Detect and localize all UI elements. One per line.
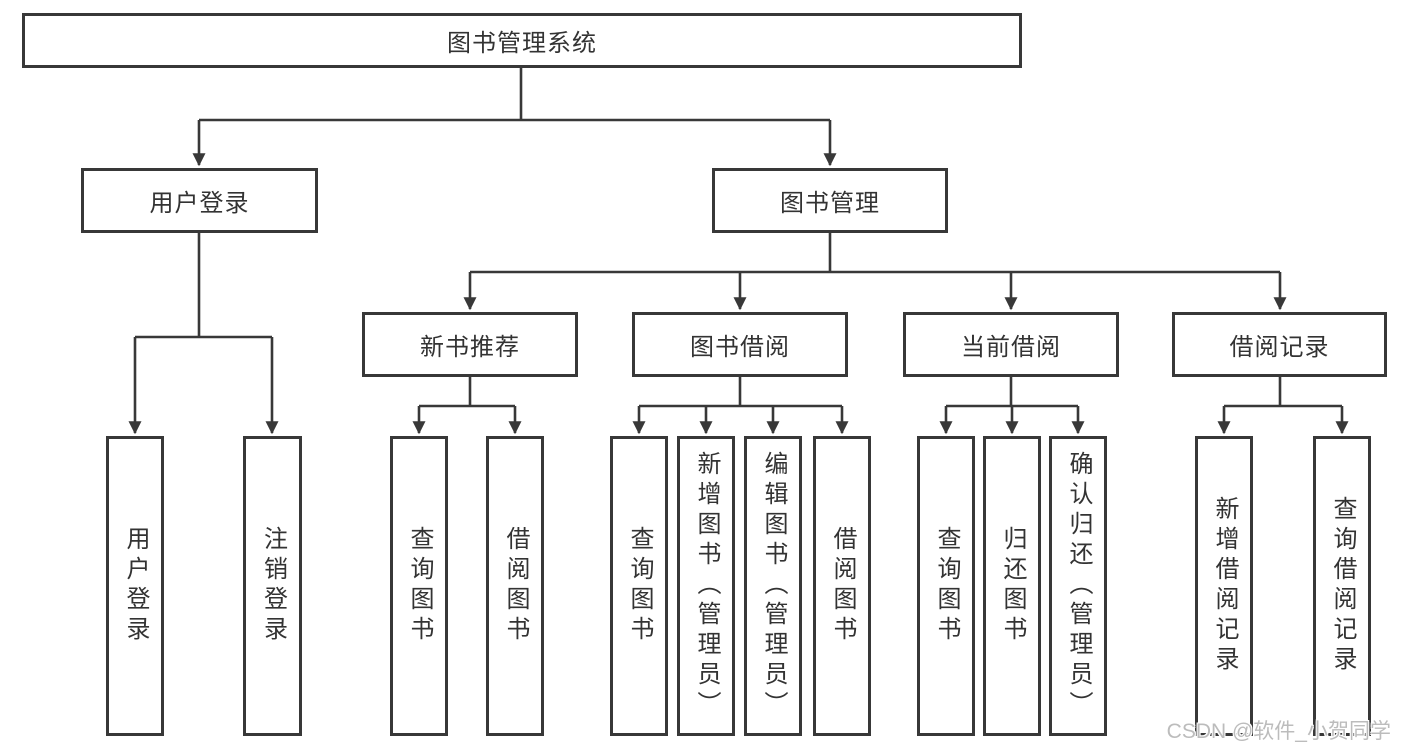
node-label: 图书管理系统: [447, 30, 597, 57]
node-label: 确认归还（管理员）: [1065, 451, 1092, 721]
node-label: 查询图书: [626, 526, 653, 646]
node-label: 编辑图书（管理员）: [760, 451, 787, 721]
node-label: 当前借阅: [961, 334, 1061, 361]
node-user-login: 用户登录: [81, 168, 318, 233]
node-label: 归还图书: [999, 526, 1026, 646]
node-label: 新增借阅记录: [1211, 496, 1238, 676]
node-label: 借阅图书: [829, 526, 856, 646]
leaf-logout: 注销登录: [243, 436, 302, 736]
csdn-watermark: CSDN @软件_小贺同学: [1166, 720, 1391, 743]
node-new-book-recommend: 新书推荐: [362, 312, 578, 377]
node-label: 查询图书: [933, 526, 960, 646]
leaf-return-book: 归还图书: [983, 436, 1041, 736]
node-label: 查询图书: [406, 526, 433, 646]
leaf-user-login: 用户登录: [106, 436, 164, 736]
node-label: 新书推荐: [420, 334, 520, 361]
node-label: 借阅记录: [1229, 334, 1330, 361]
leaf-add-book-admin: 新增图书（管理员）: [677, 436, 735, 736]
leaf-query-books-recommend: 查询图书: [390, 436, 448, 736]
node-current-borrow: 当前借阅: [903, 312, 1119, 377]
node-borrow-records: 借阅记录: [1172, 312, 1387, 377]
node-library-management-system: 图书管理系统: [22, 13, 1022, 68]
leaf-confirm-return-admin: 确认归还（管理员）: [1049, 436, 1107, 736]
node-label: 查询借阅记录: [1329, 496, 1356, 676]
leaf-borrow-books-recommend: 借阅图书: [486, 436, 544, 736]
node-label: 用户登录: [149, 190, 250, 217]
node-label: 新增图书（管理员）: [693, 451, 720, 721]
node-label: 用户登录: [122, 526, 149, 646]
node-label: 注销登录: [259, 526, 287, 646]
node-label: 图书借阅: [690, 334, 790, 361]
leaf-query-books-current: 查询图书: [917, 436, 975, 736]
leaf-borrow-books: 借阅图书: [813, 436, 871, 736]
leaf-edit-book-admin: 编辑图书（管理员）: [744, 436, 802, 736]
node-book-borrow: 图书借阅: [632, 312, 848, 377]
node-book-management: 图书管理: [712, 168, 948, 233]
node-label: 图书管理: [780, 190, 880, 217]
leaf-query-borrow-record: 查询借阅记录: [1313, 436, 1371, 736]
node-label: 借阅图书: [502, 526, 529, 646]
leaf-add-borrow-record: 新增借阅记录: [1195, 436, 1253, 736]
leaf-query-books-borrow: 查询图书: [610, 436, 668, 736]
